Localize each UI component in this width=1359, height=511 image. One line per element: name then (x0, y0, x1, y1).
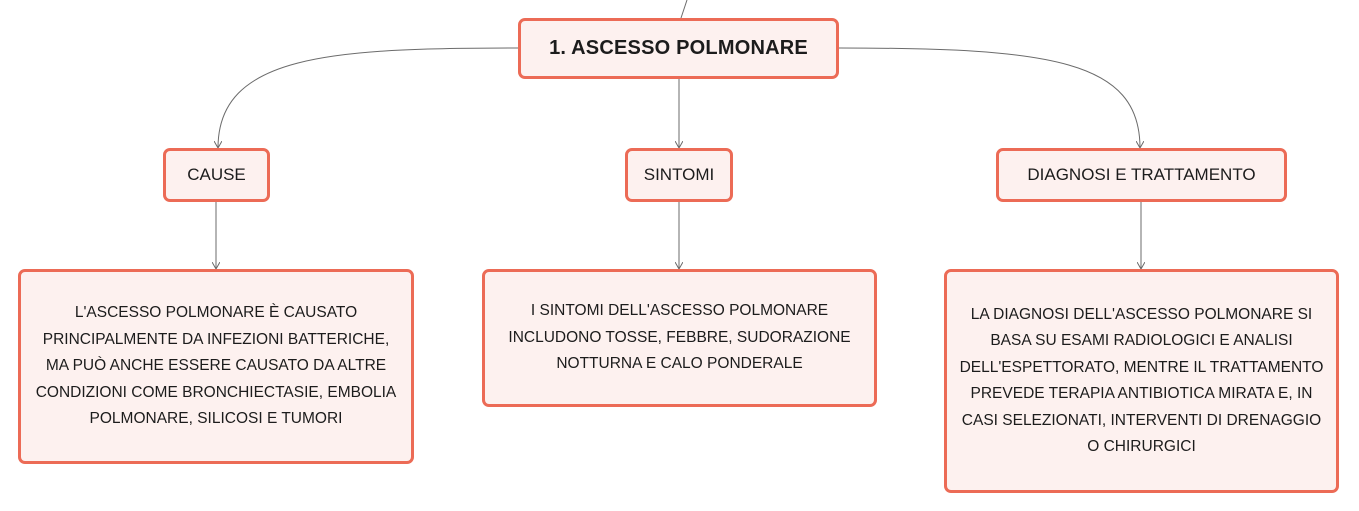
subtopic-diagnosi-text: LA DIAGNOSI DELL'ASCESSO POLMONARE SI BA… (959, 305, 1324, 456)
topic-cause-label: CAUSE (187, 165, 246, 184)
subtopic-sintomi-text: I SINTOMI DELL'ASCESSO POLMONARE INCLUDO… (508, 302, 851, 373)
subtopic-cause-text: L'ASCESSO POLMONARE È CAUSATO PRINCIPALM… (35, 304, 397, 428)
parent-connector (680, 0, 688, 19)
topic-sintomi[interactable]: SINTOMI (625, 148, 733, 202)
topic-sintomi-label: SINTOMI (643, 165, 715, 184)
topic-diagnosi-trattamento[interactable]: DIAGNOSI E TRATTAMENTO (996, 148, 1287, 202)
connector-title-diagnosi (838, 47, 1140, 148)
topic-cause[interactable]: CAUSE (163, 148, 270, 202)
subtopic-diagnosi-detail[interactable]: LA DIAGNOSI DELL'ASCESSO POLMONARE SI BA… (944, 269, 1339, 493)
central-topic-label: 1. ASCESSO POLMONARE (549, 37, 808, 59)
connector-title-cause (218, 47, 519, 148)
subtopic-cause-detail[interactable]: L'ASCESSO POLMONARE È CAUSATO PRINCIPALM… (18, 269, 414, 464)
subtopic-sintomi-detail[interactable]: I SINTOMI DELL'ASCESSO POLMONARE INCLUDO… (482, 269, 877, 407)
central-topic[interactable]: 1. ASCESSO POLMONARE (518, 18, 839, 79)
topic-diagnosi-trattamento-label: DIAGNOSI E TRATTAMENTO (1027, 165, 1256, 184)
